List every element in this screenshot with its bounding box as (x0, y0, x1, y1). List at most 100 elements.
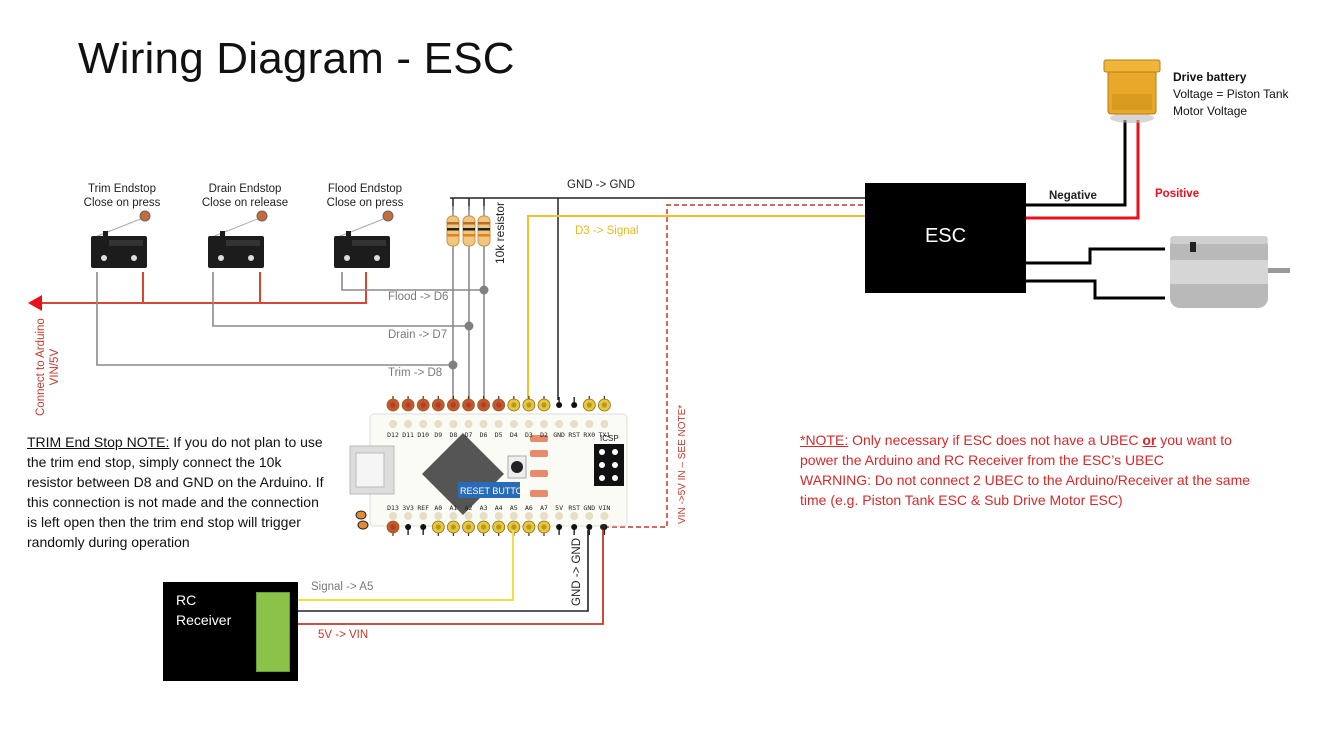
d3-signal-label: D3 -> Signal (575, 225, 639, 237)
pin-label: A4 (494, 504, 503, 512)
pin-label: A3 (479, 504, 488, 512)
endstop-label-drain: Drain Endstop Close on release (200, 182, 290, 210)
endstop-mode: Close on press (326, 197, 404, 209)
microswitch-icon (208, 210, 268, 268)
pin-label: A2 (464, 504, 473, 512)
arrow-label-line2: VIN/5V (49, 348, 61, 386)
positive-label: Positive (1155, 188, 1200, 200)
pin-hole (419, 420, 428, 428)
pin-hole (404, 512, 413, 520)
pin-hole (524, 420, 533, 428)
gnd-gnd-bottom-label: GND -> GND (571, 537, 583, 606)
battery-voltage-line1: Voltage = Piston Tank (1173, 87, 1289, 101)
vin-dashed-wire (604, 204, 865, 528)
resistor-label: 10k resistor (493, 201, 507, 264)
endstop-label-flood: Flood Endstop Close on press (325, 182, 405, 210)
pin-hole (509, 420, 518, 428)
pin-header (431, 396, 445, 412)
endstop-name: Drain Endstop (208, 183, 282, 195)
pin-header (586, 524, 593, 535)
icsp-header (599, 449, 618, 481)
arduino-nano-board (349, 413, 628, 527)
pin-header (386, 396, 400, 412)
pin-header (405, 524, 412, 535)
page-title: Wiring Diagram - ESC (78, 34, 515, 83)
pin-hole (570, 512, 579, 520)
pin-header (582, 396, 596, 412)
pin-hole (419, 512, 428, 520)
pin-label: A0 (434, 504, 443, 512)
esc-note-body-2: you want to power the Arduino and RC Rec… (800, 432, 1232, 468)
dc-motor-icon (1170, 236, 1290, 308)
pin-hole (434, 420, 443, 428)
5v-vin-label: 5V -> VIN (318, 629, 369, 641)
pin-hole (494, 512, 503, 520)
pin-label: RX0 (583, 431, 596, 439)
pin-label: VIN (598, 504, 611, 512)
pin-header (477, 520, 491, 536)
pin-hole (389, 420, 397, 428)
pin-hole (600, 420, 609, 428)
pin-header (386, 520, 400, 536)
trim-note-body: If you do not plan to use the trim end s… (27, 434, 324, 550)
vin-junction (600, 524, 606, 530)
pin-label: A7 (540, 504, 548, 512)
pin-header (420, 524, 427, 535)
trim-d8-label: Trim -> D8 (388, 367, 443, 379)
pin-label: REF (417, 504, 430, 512)
rc-receiver-label: RC Receiver (176, 590, 231, 630)
pin-header (571, 397, 578, 408)
trim-note-heading: TRIM End Stop NOTE: (27, 434, 170, 450)
esc-block: ESC (865, 183, 1026, 293)
pin-label: D5 (494, 431, 503, 439)
pin-hole (479, 420, 488, 428)
pin-header (431, 520, 445, 536)
rc-label-line2: Receiver (176, 612, 232, 628)
positive-wire (1026, 120, 1140, 220)
pin-hole (585, 512, 594, 520)
flood-d6-label: Flood -> D6 (388, 291, 449, 303)
pin-hole (434, 512, 443, 520)
pin-header (462, 396, 475, 412)
esc-note-or: or (1142, 432, 1157, 448)
drain-d7-label: Drain -> D7 (388, 329, 448, 341)
pin-header (522, 520, 536, 536)
esc-ubec-note: *NOTE: Only necessary if ESC does not ha… (800, 430, 1270, 510)
resistors (446, 206, 491, 247)
endstop-name: Trim Endstop (88, 183, 156, 195)
pin-header (507, 520, 521, 536)
pin-header (477, 396, 491, 412)
trim-end-stop-note: TRIM End Stop NOTE: If you do not plan t… (27, 432, 327, 552)
rc-receiver-connector (256, 592, 290, 672)
pin-label: D7 (464, 431, 473, 439)
connect-arduino-label: Connect to Arduino VIN/5V (34, 318, 62, 416)
pin-header (446, 396, 460, 412)
pin-label: D4 (509, 431, 518, 439)
rc-receiver-block: RC Receiver (163, 582, 298, 681)
pin-label: D11 (402, 431, 414, 439)
pin-label: D8 (449, 431, 458, 439)
battery-connector-icon (1103, 59, 1161, 123)
pin-label: 5V (555, 504, 563, 512)
icsp-label: ICSP (600, 434, 619, 443)
signal-a5-wire (278, 530, 514, 601)
pin-hole (464, 420, 473, 428)
esc-label: ESC (924, 225, 967, 247)
pin-hole (464, 512, 473, 520)
pin-hole (570, 420, 579, 428)
pin-hole (494, 420, 503, 428)
gnd-wire-top (450, 197, 865, 400)
negative-wire (1026, 120, 1127, 207)
pin-header (416, 396, 430, 412)
pin-label: 3V3 (402, 504, 414, 512)
pin-label: D3 (524, 431, 533, 439)
pin-hole (600, 512, 609, 520)
pin-label: GND (583, 504, 596, 512)
battery-voltage-line2: Motor Voltage (1173, 104, 1248, 118)
pin-header (556, 397, 563, 408)
pin-header (507, 396, 521, 412)
microswitch-icon (334, 210, 394, 268)
pin-label: GND (553, 431, 565, 439)
resistor (462, 206, 476, 247)
